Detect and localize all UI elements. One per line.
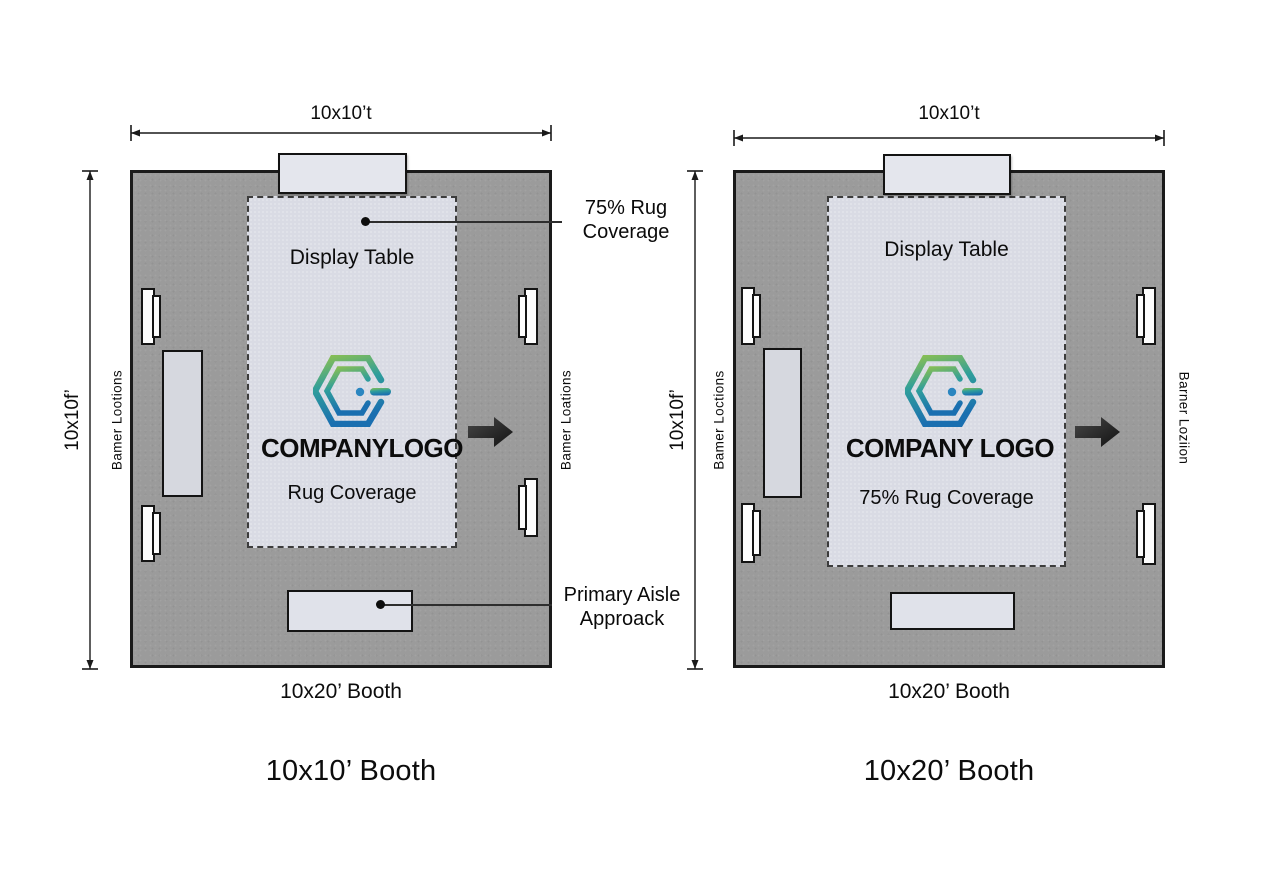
booth-right-right-banner-label: Barner Loziion [1176, 371, 1192, 465]
booth-left-display-table-label: Display Table [289, 246, 415, 269]
booth-right-rug-coverage-label: 75% Rug Coverage [859, 487, 1034, 509]
callout-dot [361, 217, 370, 226]
booth-right-side-counter [763, 348, 802, 498]
callout-line-2: Coverage [582, 220, 670, 243]
booth-right-top-dimension-line [733, 130, 1165, 146]
booth-left-banner-stand [141, 505, 161, 562]
booth-right-title: 10x20’ Booth [863, 755, 1035, 787]
booth-right-aisle-arrow-icon [1075, 417, 1120, 447]
callout-dot [376, 600, 385, 609]
booth-left-side-dimension-line [82, 170, 98, 670]
booth-left-top-dimension-label: 10x10’t [310, 103, 372, 124]
booth-left-banner-stand [518, 478, 538, 537]
booth-left-top-dimension-line [130, 125, 552, 141]
booth-right-banner-stand [1136, 503, 1156, 565]
booth-left-rug-coverage-label: Rug Coverage [287, 482, 417, 504]
booth-right-banner-stand [1136, 287, 1156, 345]
booth-right-banner-stand [741, 503, 761, 563]
booth-left-company-logo-text: COMPANYLOGO [260, 433, 464, 463]
booth-left-left-banner-label: Bamer Lootions [109, 369, 125, 471]
booth-right-top-dimension-label: 10x10’t [918, 103, 980, 124]
booth-right-side-dimension-label: 10x10f’ [667, 389, 688, 451]
callout-line [380, 604, 552, 606]
booth-right-aisle-approach-rect [890, 592, 1015, 630]
callout-line-2: Approack [579, 607, 665, 630]
booth-right-banner-stand [741, 287, 761, 345]
booth-right-display-table [883, 154, 1011, 195]
aisle-approach-callout: Primary Aisle Approack [556, 584, 688, 631]
booth-right-floor [733, 170, 1165, 668]
booth-left-side-counter [162, 350, 203, 497]
callout-line [365, 221, 562, 223]
company-logo-icon [905, 355, 983, 427]
booth-right-display-table-label: Display Table [884, 238, 1009, 261]
booth-right-rug [827, 196, 1066, 567]
rug-coverage-callout: 75% Rug Coverage [566, 197, 686, 244]
booth-left-aisle-approach-rect [287, 590, 413, 632]
booth-right-company-logo-text: COMPANY LOGO [845, 433, 1055, 463]
company-logo-icon [313, 355, 391, 427]
booth-left-display-table [278, 153, 407, 194]
booth-right-caption: 10x20’ Booth [888, 680, 1010, 703]
booth-left-aisle-arrow-icon [468, 417, 513, 447]
booth-left-banner-stand [518, 288, 538, 345]
booth-left-caption: 10x20’ Booth [280, 680, 402, 703]
callout-line-1: Primary Aisle [563, 584, 681, 606]
booth-left-side-dimension-label: 10x10f’ [62, 389, 83, 451]
booth-left-banner-stand [141, 288, 161, 345]
booth-right-left-banner-label: Bamer Loctions [711, 370, 727, 470]
booth-left-right-banner-label: Bamer Loations [558, 369, 574, 471]
booth-right-side-dimension-line [687, 170, 703, 670]
booth-left-rug [247, 196, 457, 548]
booth-left-title: 10x10’ Booth [265, 755, 437, 787]
callout-line-1: 75% Rug [584, 197, 668, 219]
